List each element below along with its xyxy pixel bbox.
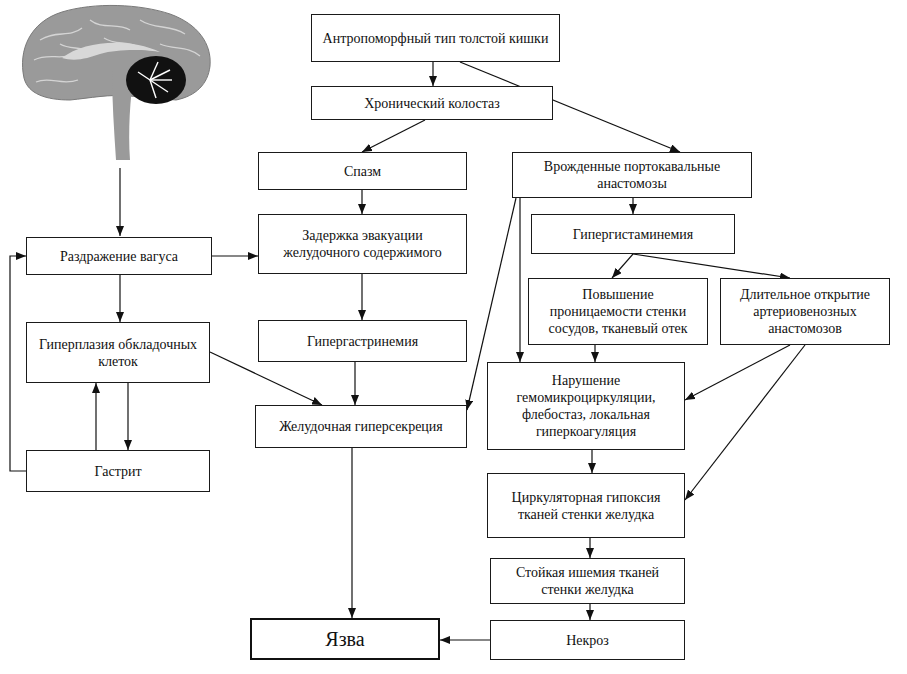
process-box: Циркуляторная гипоксия тканей стенки жел… xyxy=(487,473,685,538)
arrow-connector xyxy=(212,255,258,256)
arrow-connector xyxy=(440,639,490,640)
arrow-connector xyxy=(589,604,590,620)
arrow-connector xyxy=(612,254,633,278)
arrow-connector xyxy=(351,448,352,618)
box-text: Врожденные портокавальные анастомозы xyxy=(519,158,745,192)
box-text: Желудочная гиперсекреция xyxy=(279,418,443,435)
arrow-connector xyxy=(685,345,790,400)
arrow-connector xyxy=(589,538,590,558)
process-box: Врожденные портокавальные анастомозы xyxy=(512,152,752,198)
arrow-connector xyxy=(354,362,355,405)
arrow-connector xyxy=(632,198,633,214)
process-box: Гиперплазия обкладочных клеток xyxy=(26,322,210,383)
arrow-connector xyxy=(633,254,790,278)
arrow-connector xyxy=(594,345,595,362)
brain-arrow xyxy=(119,168,120,236)
box-text: Задержка эвакуации желудочного содержимо… xyxy=(265,227,460,261)
cerebellum xyxy=(126,56,186,104)
box-text: Антропоморфный тип толстой кишки xyxy=(323,30,549,47)
process-box: Стойкая ишемия тканей стенки желудка xyxy=(490,558,685,604)
process-box: Гастрит xyxy=(26,450,210,492)
box-text: Некроз xyxy=(566,632,609,649)
box-text: Циркуляторная гипоксия тканей стенки жел… xyxy=(494,489,678,523)
box-text: Повышение проницаемости стенки сосудов, … xyxy=(535,286,701,337)
box-text: Гипергистаминемия xyxy=(573,226,694,243)
process-box: Длительное открытие артериовенозных анас… xyxy=(720,278,890,345)
box-text: Спазм xyxy=(344,163,381,180)
process-box: Раздражение вагуса xyxy=(26,237,212,275)
box-text: Гиперплазия обкладочных клеток xyxy=(33,336,203,370)
arrow-connector xyxy=(685,345,805,500)
arrow-connector xyxy=(361,190,362,214)
process-box: Антропоморфный тип толстой кишки xyxy=(311,14,560,62)
box-text: Раздражение вагуса xyxy=(60,248,178,265)
process-box: Гипергистаминемия xyxy=(531,214,735,254)
process-box: Хронический колостаз xyxy=(311,86,553,120)
corpus-callosum xyxy=(62,43,160,60)
arrow-connector xyxy=(119,275,120,322)
arrow-connector xyxy=(362,120,425,152)
box-text: Язва xyxy=(325,627,364,651)
process-box: Желудочная гиперсекреция xyxy=(255,405,467,448)
arrow-connector xyxy=(95,383,96,450)
process-box: Задержка эвакуации желудочного содержимо… xyxy=(258,214,467,274)
process-box: Некроз xyxy=(490,620,685,660)
arrow-connector xyxy=(432,62,433,86)
process-box: Гипергастринемия xyxy=(258,320,467,362)
arbor-vitae xyxy=(138,62,172,98)
box-text: Гастрит xyxy=(94,463,141,480)
arrow-connector xyxy=(519,198,520,362)
box-text: Стойкая ишемия тканей стенки желудка xyxy=(497,564,678,598)
box-text: Длительное открытие артериовенозных анас… xyxy=(727,286,883,337)
process-box: Нарушение гемомикроциркуляции, флебостаз… xyxy=(487,362,685,450)
outcome-box: Язва xyxy=(250,618,440,660)
arrow-connector xyxy=(591,450,592,473)
process-box: Спазм xyxy=(258,152,467,190)
arrow-connector xyxy=(127,383,128,450)
brain xyxy=(23,5,211,160)
arrow-connector xyxy=(361,274,362,320)
arrow-connector xyxy=(10,256,26,471)
process-box: Повышение проницаемости стенки сосудов, … xyxy=(528,278,708,345)
box-text: Нарушение гемомикроциркуляции, флебостаз… xyxy=(494,372,678,440)
box-text: Гипергастринемия xyxy=(307,333,418,350)
box-text: Хронический колостаз xyxy=(364,95,500,112)
